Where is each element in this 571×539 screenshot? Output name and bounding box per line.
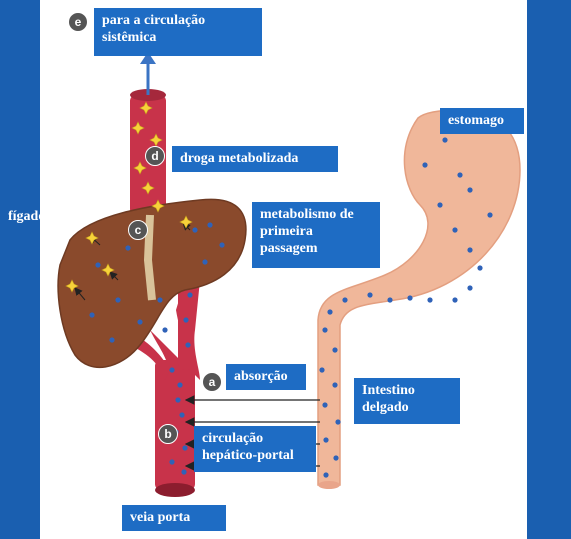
drug-molecule-dot [185, 342, 191, 348]
drug-molecule-dot [169, 459, 175, 465]
label-liver: fígado [8, 209, 46, 224]
drug-molecule-dot [342, 297, 348, 303]
drug-molecule-dot [125, 245, 131, 251]
drug-molecule-dot [183, 317, 189, 323]
drug-molecule-dot [457, 172, 463, 178]
drug-molecule-dot [467, 187, 473, 193]
drug-molecule-dot [335, 419, 341, 425]
drug-molecule-dot [437, 202, 443, 208]
drug-molecule-dot [367, 292, 373, 298]
drug-molecule-dot [332, 347, 338, 353]
drug-molecule-dot [89, 312, 95, 318]
drug-molecule-dot [477, 265, 483, 271]
step-d-badge: d [145, 146, 165, 166]
drug-molecule-dot [452, 227, 458, 233]
systemic-arrow [140, 52, 156, 95]
drug-molecule-dot [115, 297, 121, 303]
drug-molecule-dot [333, 455, 339, 461]
label-small-intestine: Intestino delgado [354, 378, 460, 424]
drug-molecule-dot [157, 297, 163, 303]
drug-molecule-dot [202, 259, 208, 265]
drug-molecule-dot [181, 469, 187, 475]
drug-molecule-dot [487, 212, 493, 218]
drug-molecule-dot [323, 437, 329, 443]
label-stomach: estomago [440, 108, 524, 134]
drug-molecule-dot [169, 367, 175, 373]
drug-molecule-dot [322, 402, 328, 408]
step-c-badge: c [128, 220, 148, 240]
drug-molecules [89, 137, 493, 478]
drug-molecule-dot [407, 295, 413, 301]
drug-molecule-dot [162, 327, 168, 333]
drug-molecule-dot [327, 309, 333, 315]
step-e-badge: e [68, 12, 88, 32]
drug-molecule-dot [427, 297, 433, 303]
drug-molecule-dot [442, 137, 448, 143]
liver-shape [57, 198, 247, 369]
metabolite-star [133, 161, 147, 175]
drug-molecule-dot [319, 367, 325, 373]
drug-molecule-dot [467, 285, 473, 291]
label-absorption: absorção [226, 364, 306, 390]
label-portal-circulation: circulação hepático-portal [194, 426, 316, 472]
drug-molecule-dot [422, 162, 428, 168]
drug-molecule-dot [179, 412, 185, 418]
drug-molecule-dot [182, 445, 188, 451]
label-portal-vein: veia porta [122, 505, 226, 531]
drug-molecule-dot [177, 382, 183, 388]
drug-molecule-dot [175, 397, 181, 403]
label-systemic-circulation: para a circulação sistêmica [94, 8, 262, 56]
drug-molecule-dot [322, 327, 328, 333]
drug-molecule-dot [219, 242, 225, 248]
drug-molecule-dot [137, 319, 143, 325]
drug-molecule-dot [207, 222, 213, 228]
drug-molecule-dot [187, 292, 193, 298]
label-first-pass-metabolism: metabolismo de primeira passagem [252, 202, 380, 268]
drug-molecule-dot [192, 227, 198, 233]
metabolite-star [65, 279, 79, 293]
metabolite-molecules [65, 101, 193, 293]
drug-molecule-dot [332, 382, 338, 388]
metabolite-star [141, 181, 155, 195]
metabolite-star [101, 263, 115, 277]
drug-molecule-dot [95, 262, 101, 268]
drug-molecule-dot [323, 472, 329, 478]
label-metabolized-drug: droga metabolizada [172, 146, 338, 172]
metabolite-star [131, 121, 145, 135]
step-b-badge: b [158, 424, 178, 444]
drug-molecule-dot [467, 247, 473, 253]
metabolite-star [179, 215, 193, 229]
metabolite-star [85, 231, 99, 245]
drug-molecule-dot [109, 337, 115, 343]
metabolite-star [139, 101, 153, 115]
drug-molecule-dot [387, 297, 393, 303]
metabolite-star [151, 199, 165, 213]
stomach-and-intestine-shape [317, 109, 521, 489]
step-a-badge: a [202, 372, 222, 392]
drug-molecule-dot [452, 297, 458, 303]
